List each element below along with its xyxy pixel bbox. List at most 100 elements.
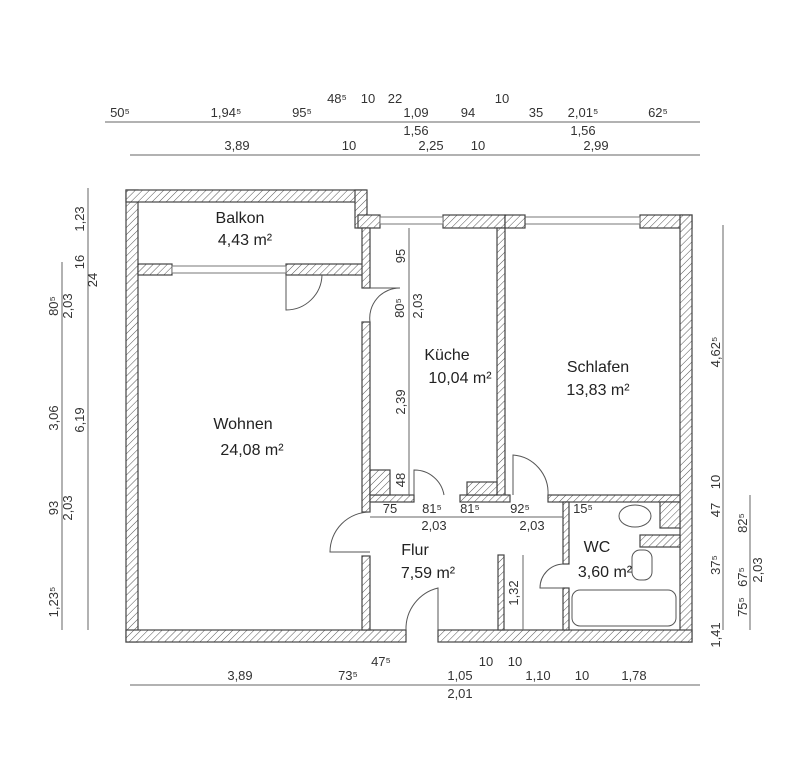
room-name-balkon: Balkon	[216, 210, 265, 227]
room-area-balkon: 4,43 m²	[218, 232, 273, 249]
room-name-wohnen: Wohnen	[213, 416, 272, 433]
dim-label: 2,25	[418, 138, 443, 153]
shaft	[466, 481, 498, 496]
dim-label: 81⁵	[422, 501, 442, 516]
dim-label: 3,06	[46, 405, 61, 430]
wall-kitchen-bedroom	[496, 227, 506, 501]
door-entrance	[405, 587, 439, 631]
door-wc	[539, 563, 564, 589]
dim-label: 2,03	[421, 518, 446, 533]
dim-label: 2,03	[410, 293, 425, 318]
dim-label: 1,10	[525, 668, 550, 683]
wall-living-top	[137, 263, 173, 276]
dim-label: 67⁵	[735, 567, 750, 587]
wall-top	[442, 214, 506, 229]
door-bedroom	[512, 454, 549, 496]
dimension-lines	[61, 121, 751, 686]
wall-wc	[562, 587, 570, 631]
room-area-schlafen: 13,83 m²	[566, 382, 630, 399]
dim-label: 10	[575, 668, 589, 683]
wall-right	[679, 214, 693, 643]
door-balcony	[285, 274, 323, 311]
dim-label: 10	[495, 91, 509, 106]
room-area-flur: 7,59 m²	[401, 565, 456, 582]
dim-label: 10	[479, 654, 493, 669]
dimension-labels: 50⁵ 1,94⁵ 95⁵ 48⁵ 10 22 1,09 1,56 94 10 …	[46, 91, 765, 701]
dim-label: 80⁵	[46, 296, 61, 316]
dim-label: 82⁵	[735, 513, 750, 533]
dim-label: 10	[361, 91, 375, 106]
dim-label: 22	[388, 91, 402, 106]
dim-label: 95	[393, 249, 408, 263]
dim-label: 10	[342, 138, 356, 153]
wall-wc	[562, 501, 570, 565]
room-name-flur: Flur	[401, 542, 429, 559]
dim-label: 1,23	[72, 206, 87, 231]
room-name-kueche: Küche	[424, 347, 469, 364]
wall-bottom	[125, 629, 407, 643]
dim-label: 47	[708, 503, 723, 517]
shaft	[639, 534, 681, 548]
wall-top	[357, 214, 381, 229]
dim-label: 1,56	[403, 123, 428, 138]
dim-label: 2,99	[583, 138, 608, 153]
room-area-wohnen: 24,08 m²	[220, 442, 284, 459]
room-name-schlafen: Schlafen	[567, 359, 629, 376]
window-bedroom	[524, 216, 641, 225]
dim-label: 1,32	[506, 580, 521, 605]
dim-label: 75⁵	[735, 597, 750, 617]
dim-label: 73⁵	[338, 668, 358, 683]
wall-bottom	[437, 629, 693, 643]
doors	[285, 274, 677, 631]
wall-balcony-top	[125, 189, 367, 203]
dim-label: 1,05	[447, 668, 472, 683]
window-living	[171, 265, 287, 274]
bathtub-icon	[571, 589, 677, 627]
dim-label: 1,23⁵	[46, 587, 61, 618]
dim-label: 10	[471, 138, 485, 153]
dim-label: 6,19	[72, 407, 87, 432]
wall-living-kitchen	[361, 227, 371, 289]
dim-label: 16	[72, 255, 87, 269]
wall-living-top	[285, 263, 367, 276]
wall-left	[125, 189, 139, 643]
dim-label: 1,94⁵	[211, 105, 242, 120]
dim-label: 50⁵	[110, 105, 130, 120]
dim-label: 10	[708, 475, 723, 489]
dim-label: 2,03	[60, 495, 75, 520]
room-name-wc: WC	[584, 539, 611, 556]
toilet-icon	[618, 504, 652, 528]
shaft	[659, 501, 681, 529]
wall-hall-top	[369, 494, 415, 503]
dim-label: 2,03	[750, 557, 765, 582]
dim-label: 2,01⁵	[568, 105, 599, 120]
wall-hall-top	[547, 494, 681, 503]
dim-label: 92⁵	[510, 501, 530, 516]
dim-label: 1,56	[570, 123, 595, 138]
window-kitchen	[379, 216, 444, 225]
wall-top	[504, 214, 526, 229]
wall-living-hall	[361, 555, 371, 631]
dim-label: 37⁵	[708, 555, 723, 575]
dim-label: 95⁵	[292, 105, 312, 120]
dim-label: 80⁵	[392, 298, 407, 318]
dim-label: 93	[46, 501, 61, 515]
room-area-wc: 3,60 m²	[578, 564, 633, 581]
dim-label: 1,09	[403, 105, 428, 120]
walls	[125, 189, 693, 643]
wall-living-kitchen	[361, 321, 371, 513]
room-area-kueche: 10,04 m²	[428, 370, 492, 387]
dim-label: 35	[529, 105, 543, 120]
dim-label: 94	[461, 105, 475, 120]
dim-label: 1,78	[621, 668, 646, 683]
dim-label: 24	[85, 273, 100, 287]
dim-label: 10	[508, 654, 522, 669]
dim-label: 2,03	[60, 293, 75, 318]
dim-label: 1,41	[708, 622, 723, 647]
dim-label: 15⁵	[573, 501, 593, 516]
door-living-kitchen	[369, 287, 401, 323]
dim-label: 75	[383, 501, 397, 516]
dim-label: 62⁵	[648, 105, 668, 120]
dim-label: 2,03	[519, 518, 544, 533]
